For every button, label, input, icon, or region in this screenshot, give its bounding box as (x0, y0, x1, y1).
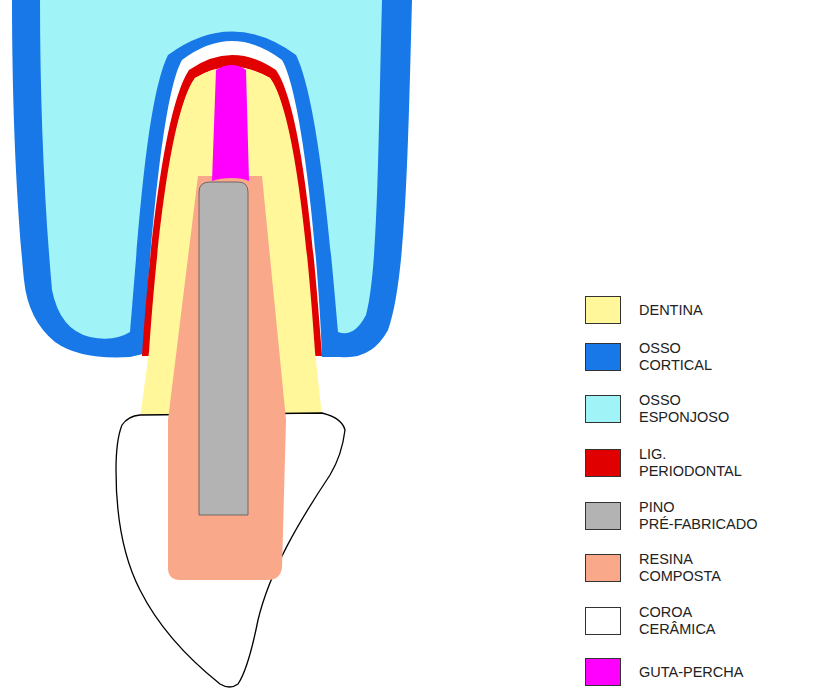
legend-entry: DENTINA (585, 296, 789, 324)
legend-label: LIG. PERIODONTAL (639, 446, 789, 480)
prefabricated-post (199, 182, 248, 515)
legend-swatch (585, 502, 621, 530)
gutta-percha (212, 65, 249, 181)
legend-label: PINO PRÉ-FABRICADO (639, 499, 789, 533)
resin-composite (168, 176, 286, 580)
legend-entry: LIG. PERIODONTAL (585, 446, 789, 480)
legend-swatch (585, 554, 621, 582)
legend-swatch (585, 395, 621, 423)
legend-swatch (585, 658, 621, 686)
legend-swatch (585, 607, 621, 635)
legend-entry: PINO PRÉ-FABRICADO (585, 499, 789, 533)
legend-swatch (585, 449, 621, 477)
legend-entry: COROA CERÂMICA (585, 604, 789, 638)
legend-swatch (585, 296, 621, 324)
legend-label: OSSO CORTICAL (639, 340, 789, 374)
legend-label: GUTA-PERCHA (639, 664, 789, 681)
legend-entry: OSSO CORTICAL (585, 340, 789, 374)
legend-entry: OSSO ESPONJOSO (585, 392, 789, 426)
legend-label: OSSO ESPONJOSO (639, 392, 789, 426)
legend-label: COROA CERÂMICA (639, 604, 789, 638)
legend-label: DENTINA (639, 302, 789, 319)
legend-swatch (585, 343, 621, 371)
legend-label: RESINA COMPOSTA (639, 551, 789, 585)
legend-entry: GUTA-PERCHA (585, 658, 789, 686)
legend-entry: RESINA COMPOSTA (585, 551, 789, 585)
